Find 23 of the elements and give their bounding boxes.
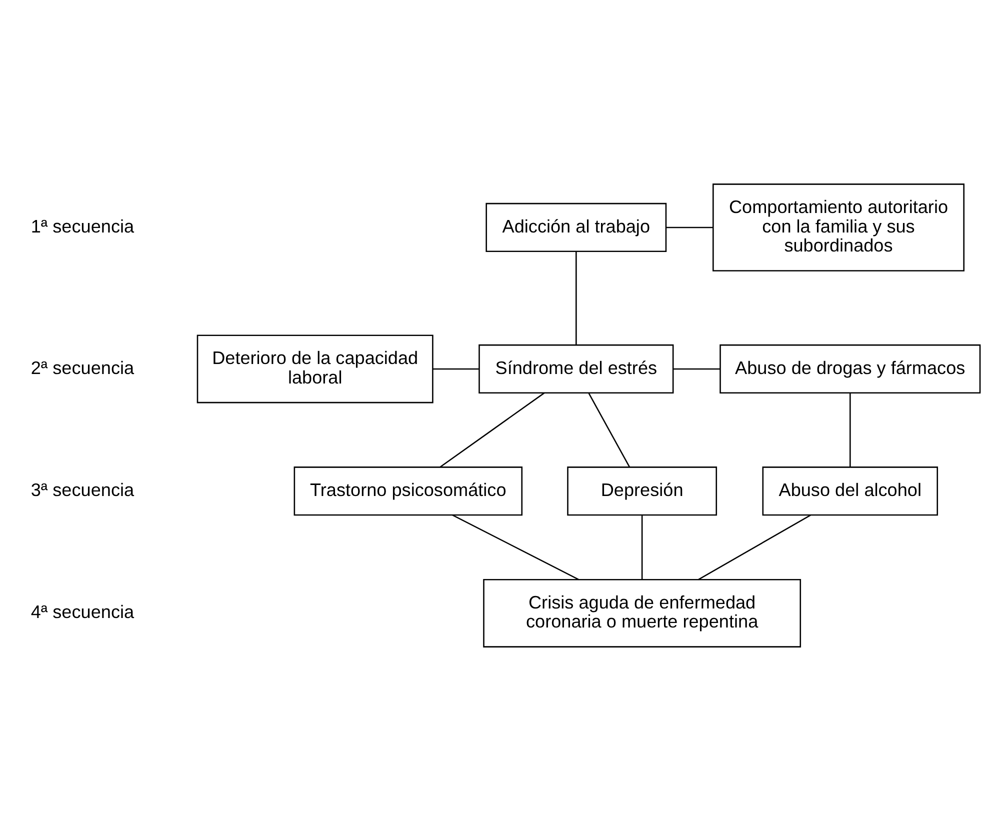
node-box: Trastorno psicosomático <box>294 466 523 516</box>
connector <box>666 226 714 228</box>
connector <box>850 392 851 466</box>
connector <box>674 368 720 370</box>
node-box: Adicción al trabajo <box>486 202 667 252</box>
label: 3ª secuencia <box>30 479 134 500</box>
node-box: Deterioro de la capacidad laboral <box>196 334 434 403</box>
node-box: Crisis aguda de enfermedad coronaria o muerte repentina <box>483 578 802 647</box>
connector <box>576 251 577 344</box>
label: 2ª secuencia <box>30 357 134 378</box>
node-box: Abuso del alcohol <box>762 466 938 516</box>
connector <box>452 514 579 580</box>
label: 4ª secuencia <box>30 602 134 622</box>
node-box: Abuso de drogas y fármacos <box>720 344 981 394</box>
node-box: Comportamiento autoritario con la familia y sus subordinados <box>712 183 964 271</box>
connector <box>440 392 545 468</box>
node-box: Depresión <box>567 466 718 516</box>
connector <box>698 514 811 580</box>
connector <box>641 514 643 579</box>
connector <box>588 392 630 467</box>
label: 1ª secuencia <box>30 216 134 236</box>
connector <box>432 368 479 370</box>
node-box: Síndrome del estrés <box>478 344 674 394</box>
